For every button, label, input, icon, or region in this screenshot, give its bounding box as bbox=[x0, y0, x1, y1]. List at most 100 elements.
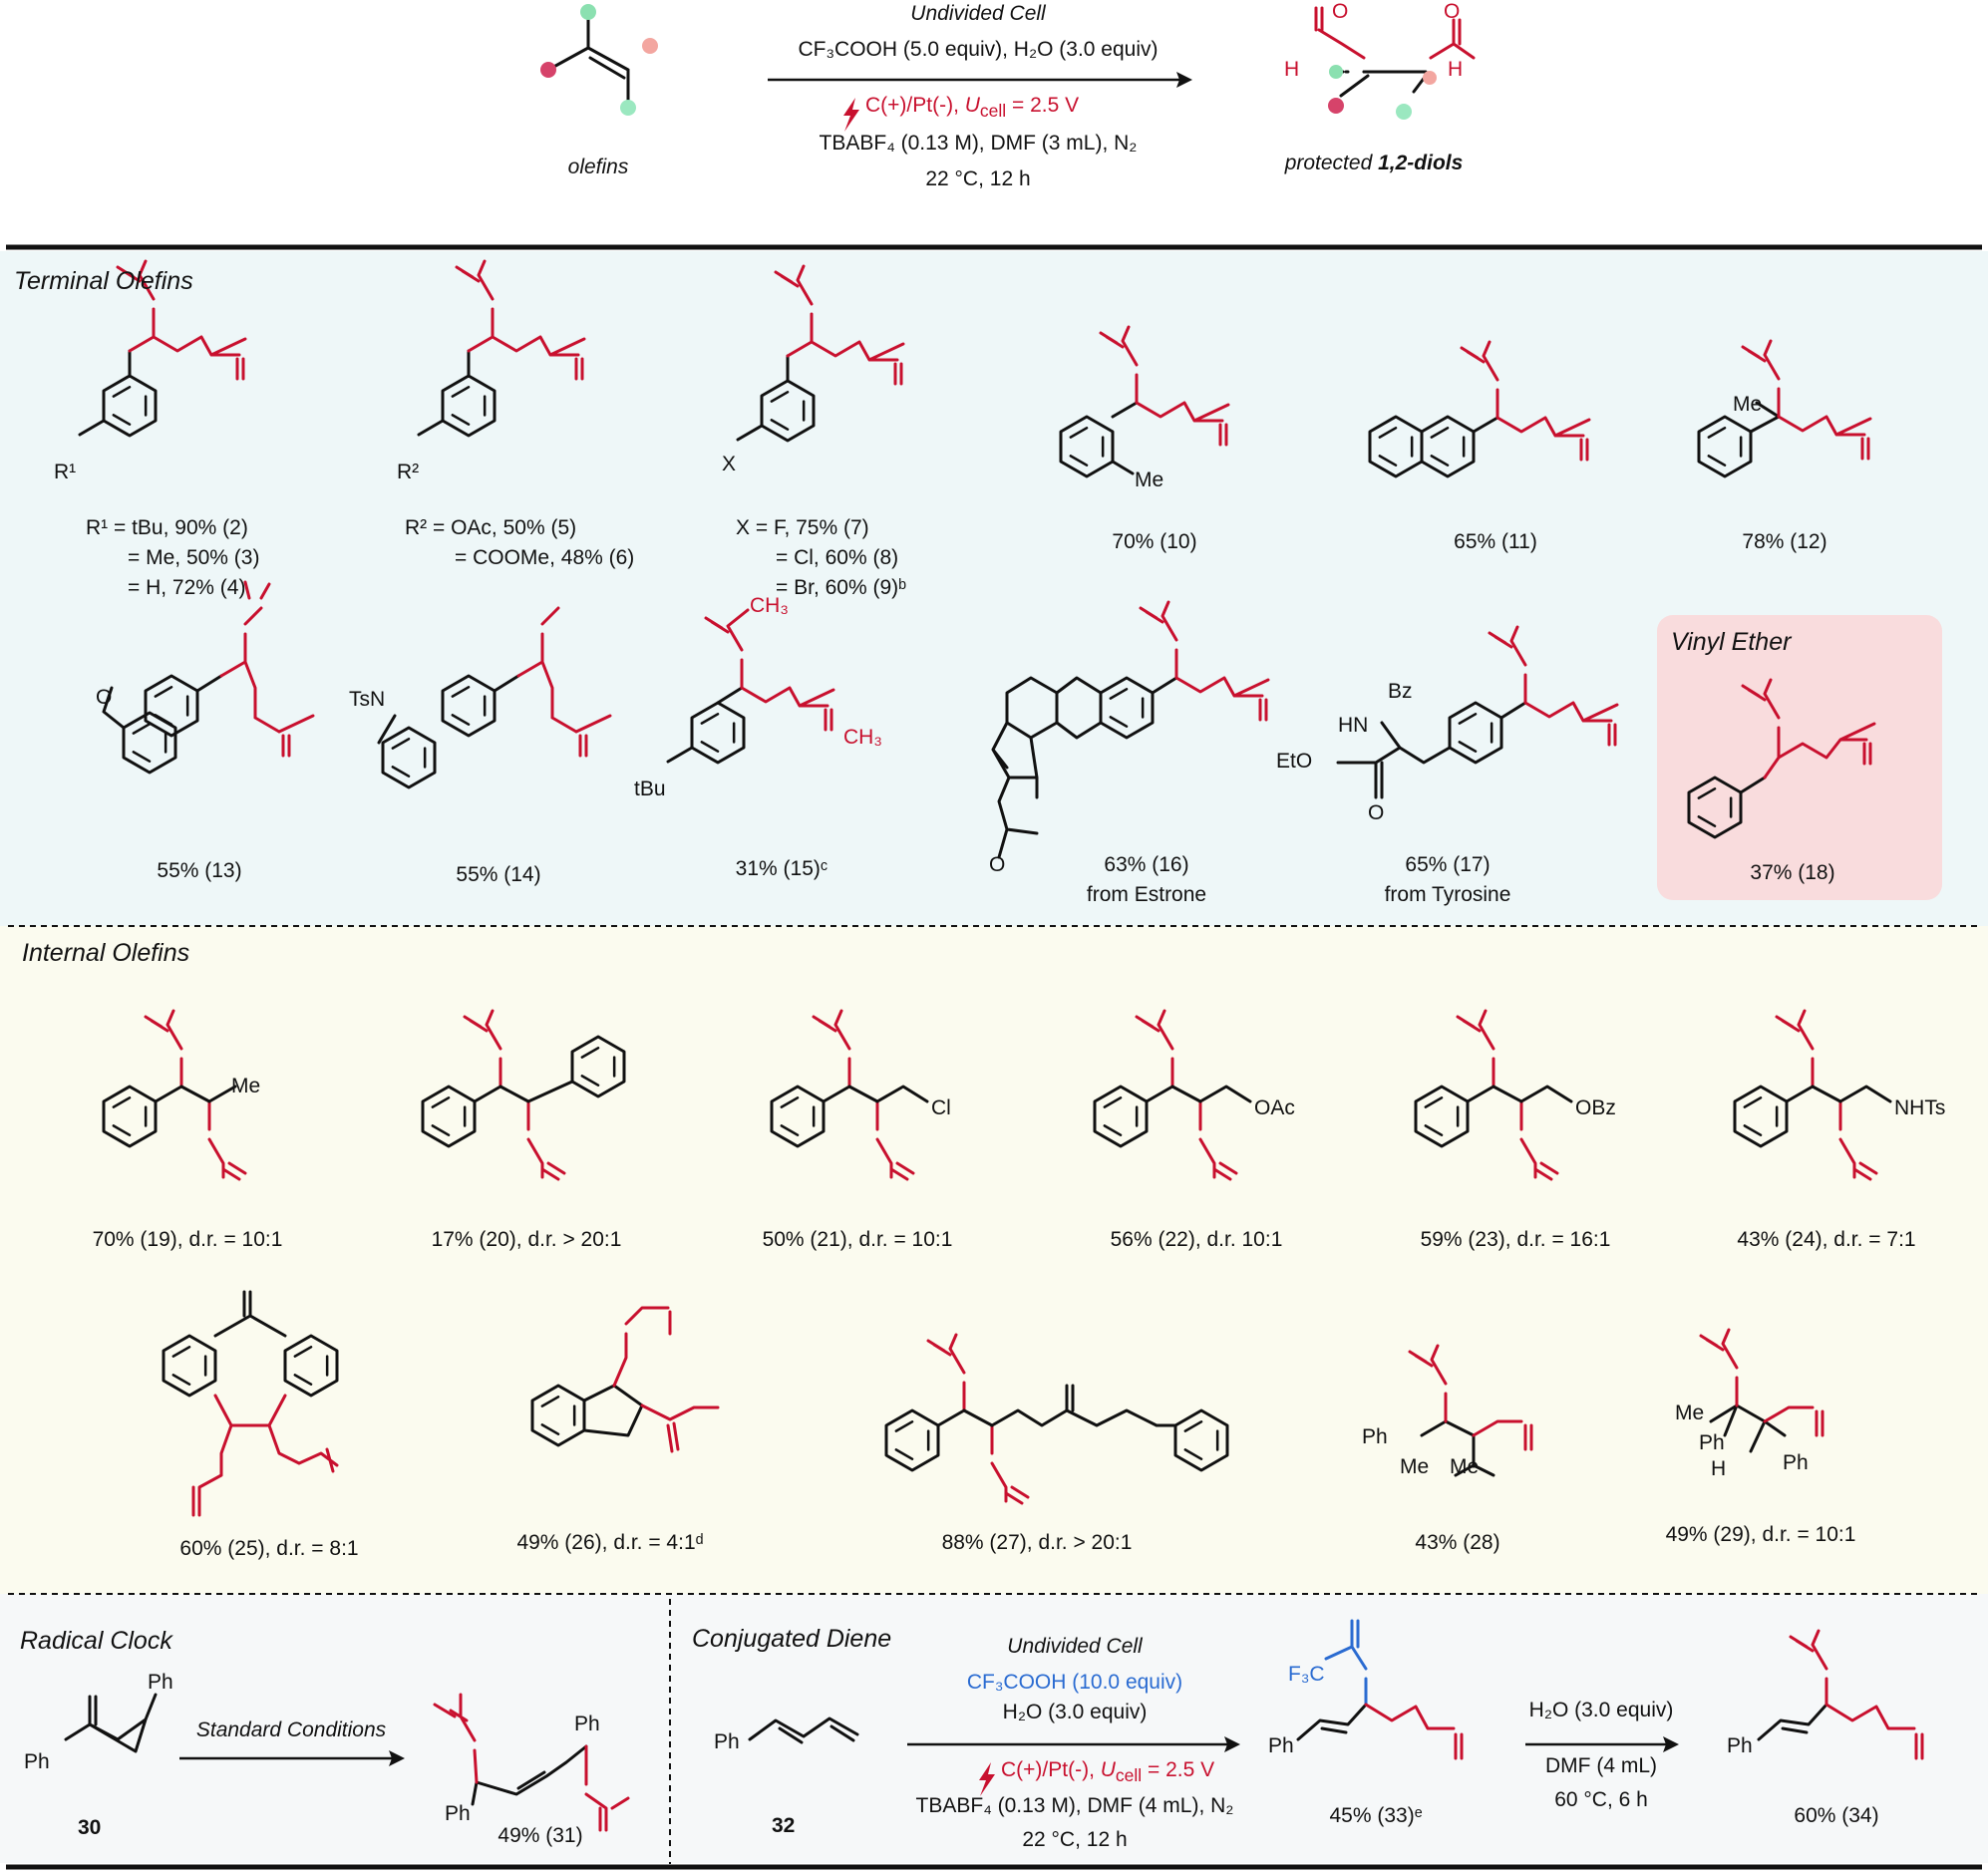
label-compound-23: 59% (23), d.r. = 16:1 bbox=[1420, 1228, 1611, 1251]
label-compound-14: 55% (14) bbox=[456, 863, 541, 886]
compound-29-structure bbox=[1699, 1328, 1824, 1453]
atom-Ph: Ph bbox=[445, 1802, 471, 1825]
label-compound-15: 31% (15)ᶜ bbox=[735, 857, 828, 880]
atom-CH3: CH₃ bbox=[843, 726, 882, 749]
label-compound-24: 43% (24), d.r. = 7:1 bbox=[1737, 1228, 1916, 1251]
label-compound-18: 37% (18) bbox=[1750, 861, 1835, 884]
bottom-section-bg bbox=[0, 1594, 1988, 1863]
diene-water: H₂O (3.0 equiv) bbox=[1002, 1701, 1148, 1723]
diene-cell-label: Undivided Cell bbox=[1007, 1635, 1143, 1658]
label-compound-31: 49% (31) bbox=[497, 1824, 583, 1847]
label-compound-4: = H, 72% (4) bbox=[128, 576, 246, 599]
atom-Me: Me bbox=[1400, 1455, 1430, 1478]
product-label: protected 1,2-diols bbox=[1284, 152, 1464, 174]
header-arrow bbox=[768, 72, 1192, 88]
header-electrolyte: TBABF₄ (0.13 M), DMF (3 mL), N₂ bbox=[819, 132, 1138, 155]
compound-12-structure bbox=[1697, 339, 1872, 478]
label-compound-33: 45% (33)ᵉ bbox=[1329, 1804, 1423, 1827]
compound-25-structure bbox=[162, 1290, 339, 1517]
compound-23-structure bbox=[1414, 1009, 1573, 1181]
label-compound-16-origin: from Estrone bbox=[1086, 883, 1207, 906]
compound-5-structure bbox=[417, 259, 586, 438]
clock-arrow-label: Standard Conditions bbox=[195, 1718, 387, 1741]
atom-F3C: F₃C bbox=[1288, 1663, 1325, 1686]
compound-14-structure bbox=[377, 606, 612, 789]
compound-33-structure bbox=[1296, 1619, 1464, 1760]
label-compound-11: 65% (11) bbox=[1454, 530, 1537, 553]
header-cell-label: Undivided Cell bbox=[910, 2, 1046, 25]
atom-H: H bbox=[1448, 58, 1464, 81]
generic-protected-diol bbox=[1314, 6, 1476, 120]
label-compound-26: 49% (26), d.r. = 4:1ᵈ bbox=[516, 1531, 704, 1554]
compound-26-structure bbox=[530, 1306, 720, 1453]
label-compound-3: = Me, 50% (3) bbox=[128, 546, 260, 569]
compound-16-structure bbox=[991, 600, 1270, 859]
compound-24-structure bbox=[1733, 1009, 1892, 1181]
label-compound-6: = COOMe, 48% (6) bbox=[455, 546, 635, 569]
atom-Me: Me bbox=[231, 1075, 261, 1097]
label-compound-17-origin: from Tyrosine bbox=[1384, 883, 1511, 906]
label-compound-34: 60% (34) bbox=[1794, 1804, 1879, 1827]
label-compound-32: 32 bbox=[772, 1814, 796, 1837]
atom-Ph: Ph bbox=[574, 1713, 600, 1735]
atom-Ph: Ph bbox=[1727, 1734, 1753, 1757]
atom-Ph: Ph bbox=[24, 1750, 50, 1773]
atom-Me: Me bbox=[1450, 1455, 1480, 1478]
label-compound-21: 50% (21), d.r. = 10:1 bbox=[762, 1228, 953, 1251]
compound-2-structure bbox=[78, 259, 247, 438]
atom-O: O bbox=[1332, 0, 1349, 23]
internal-section-bg bbox=[0, 926, 1988, 1594]
compound-21-structure bbox=[770, 1009, 929, 1181]
compound-17-structure bbox=[1336, 625, 1619, 799]
lightning-icon-diene bbox=[979, 1762, 995, 1796]
label-compound-20: 17% (20), d.r. > 20:1 bbox=[431, 1228, 622, 1251]
label-compound-10: 70% (10) bbox=[1112, 530, 1197, 553]
atom-R2: R² bbox=[397, 461, 420, 483]
atom-Me: Me bbox=[1135, 468, 1164, 491]
hydrolysis-arrow bbox=[1525, 1736, 1679, 1752]
compound-32-structure bbox=[748, 1717, 859, 1744]
label-compound-30: 30 bbox=[78, 1816, 102, 1839]
label-compound-16: 63% (16) bbox=[1104, 853, 1189, 876]
compound-7-structure bbox=[736, 264, 905, 443]
label-compound-2: R¹ = tBu, 90% (2) bbox=[86, 516, 248, 539]
label-compound-9: = Br, 60% (9)ᵇ bbox=[776, 576, 907, 599]
atom-X: X bbox=[722, 453, 737, 475]
atom-Ph: Ph bbox=[1783, 1451, 1809, 1474]
hydrolysis-water: H₂O (3.0 equiv) bbox=[1528, 1699, 1674, 1721]
atom-Cl: Cl bbox=[931, 1096, 951, 1119]
atom-H: H bbox=[1711, 1457, 1727, 1480]
compound-18-structure bbox=[1687, 678, 1876, 839]
atom-OBz: OBz bbox=[1575, 1096, 1616, 1119]
atom-HN: HN bbox=[1338, 714, 1369, 737]
atom-Ph: Ph bbox=[1699, 1431, 1725, 1454]
atom-NHTs: NHTs bbox=[1894, 1096, 1946, 1119]
clock-arrow bbox=[179, 1750, 405, 1766]
substrate-label: olefins bbox=[567, 156, 629, 178]
vinyl-ether-box bbox=[1657, 615, 1942, 900]
diene-electrodes: C(+)/Pt(-), Ucell = 2.5 V bbox=[1001, 1758, 1215, 1786]
atom-Me: Me bbox=[1675, 1402, 1705, 1424]
atom-O: O bbox=[1444, 0, 1461, 23]
section-conjugated-diene: Conjugated Diene bbox=[692, 1625, 892, 1653]
diene-acid: CF₃COOH (10.0 equiv) bbox=[966, 1671, 1183, 1694]
hydrolysis-temp: 60 °C, 6 h bbox=[1554, 1788, 1648, 1811]
atom-tBu: tBu bbox=[634, 778, 666, 800]
atom-Bz: Bz bbox=[1388, 680, 1413, 703]
generic-olefin bbox=[540, 4, 658, 116]
section-radical-clock: Radical Clock bbox=[20, 1627, 172, 1655]
label-compound-19: 70% (19), d.r. = 10:1 bbox=[92, 1228, 283, 1251]
label-compound-28: 43% (28) bbox=[1415, 1531, 1500, 1554]
label-compound-8: = Cl, 60% (8) bbox=[776, 546, 899, 569]
header-electrodes: C(+)/Pt(-), Ucell = 2.5 V bbox=[865, 94, 1080, 122]
atom-Ph: Ph bbox=[148, 1671, 173, 1694]
diene-arrow bbox=[907, 1736, 1240, 1752]
atom-Ts: TsN bbox=[349, 688, 386, 711]
compound-28-structure bbox=[1408, 1344, 1533, 1477]
compound-11-structure bbox=[1368, 340, 1591, 478]
compound-13-structure bbox=[102, 580, 315, 775]
compound-15-structure bbox=[666, 608, 835, 765]
label-compound-5: R² = OAc, 50% (5) bbox=[405, 516, 577, 539]
compound-31-structure bbox=[433, 1693, 630, 1832]
